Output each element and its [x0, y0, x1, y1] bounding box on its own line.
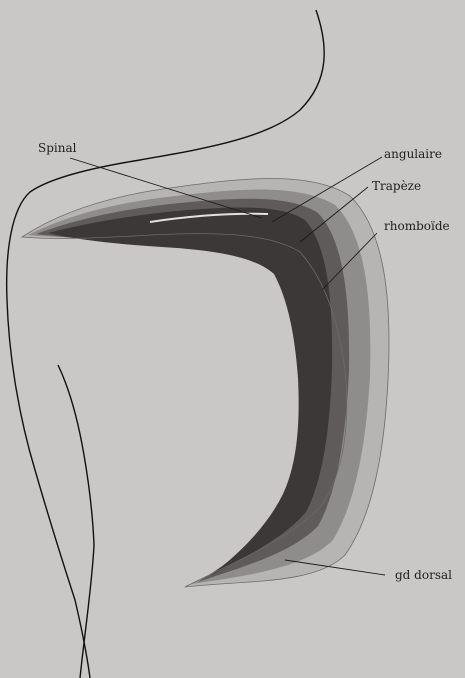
- label-spinal: Spinal: [38, 141, 77, 155]
- arm-contour: [58, 365, 94, 678]
- label-angulaire: angulaire: [384, 147, 442, 161]
- label-trapeze: Trapèze: [372, 179, 421, 193]
- label-gd-dorsal: gd dorsal: [395, 568, 452, 582]
- core-muscle-strip: [48, 207, 332, 576]
- label-rhomboide: rhomboïde: [384, 219, 450, 233]
